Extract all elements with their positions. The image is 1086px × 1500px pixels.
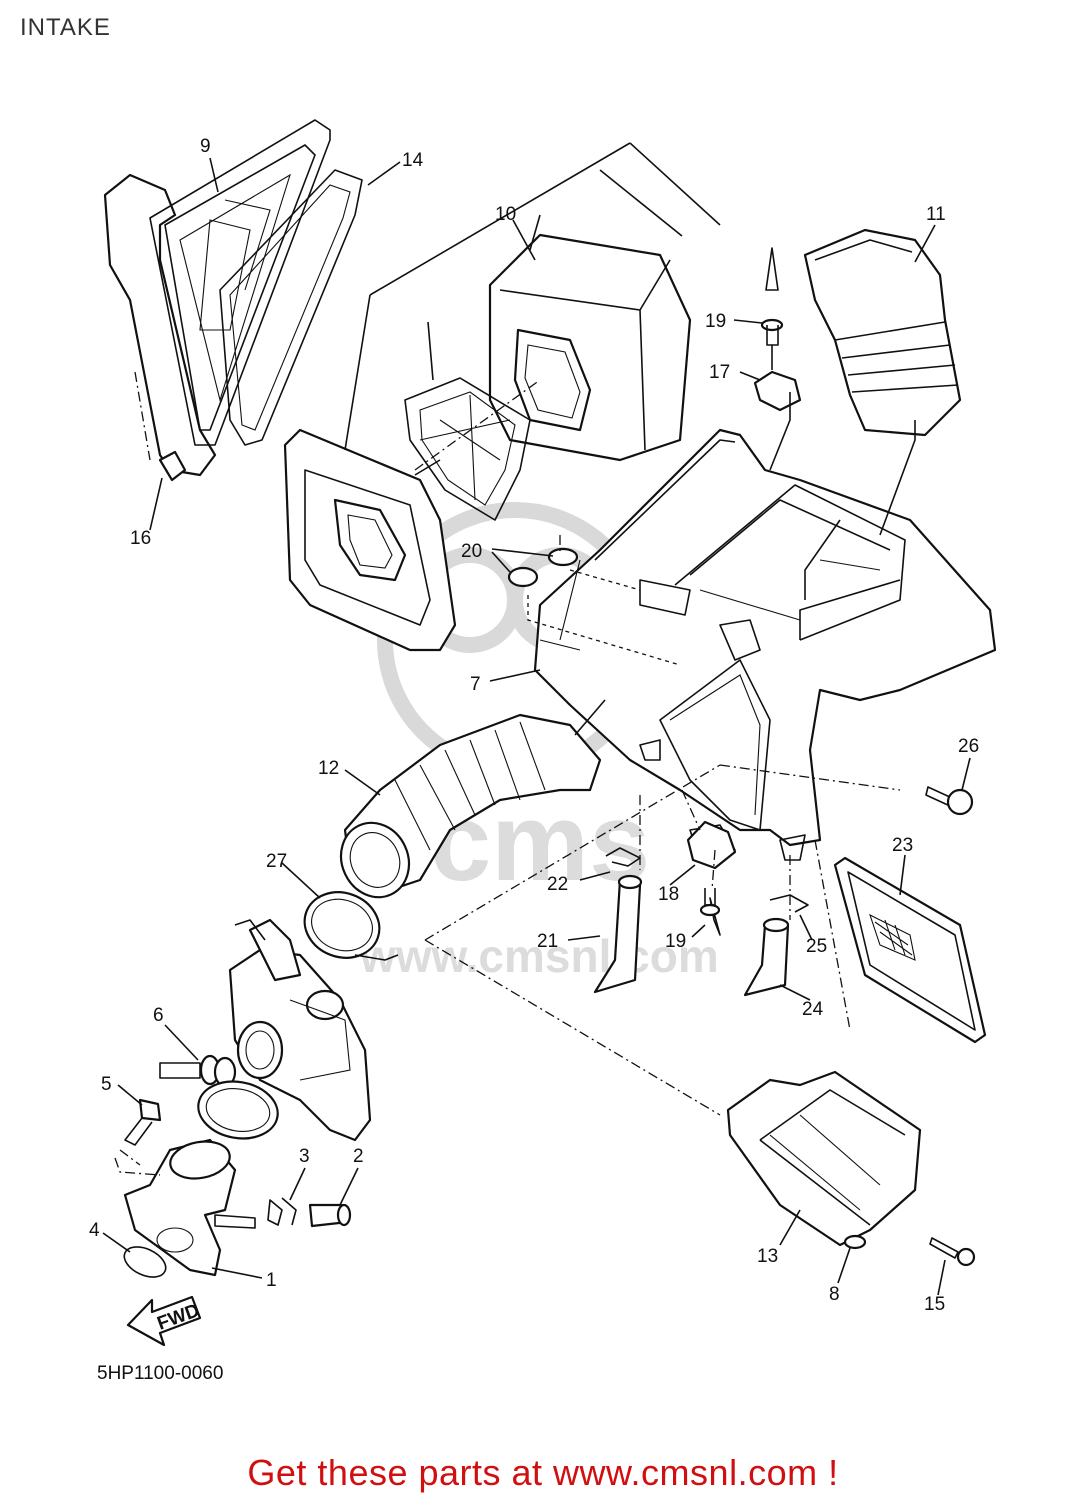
assembly-lines [114,142,916,1176]
part-5-screw [124,1098,162,1146]
callout-16: 16 [130,528,151,549]
callout-27: 27 [266,851,287,872]
part-6-bolt-clamp [159,1054,279,1140]
part-20-grommets [507,547,579,588]
callout-10: 10 [495,204,516,225]
callout-12: 12 [318,758,339,779]
callout-13: 13 [757,1246,778,1267]
callout-22: 22 [547,874,568,895]
part-2-cap [308,1203,352,1228]
callout-25: 25 [806,936,827,957]
callout-6: 6 [153,1005,164,1026]
part-25-clip [769,894,809,913]
part-9-filter-cover [103,119,331,477]
filter-cage [404,377,531,521]
part-18-bracket [686,820,737,870]
callout-4: 4 [89,1220,100,1241]
callout-2: 2 [353,1146,364,1167]
callout-20: 20 [461,541,482,562]
callout-7: 7 [470,674,481,695]
part-27-clamp [303,891,399,961]
watermark-url: www.cmsnl.com [359,930,719,982]
part-10-filter-element [488,233,692,462]
callout-23: 23 [892,835,913,856]
fwd-label: FWD [155,1300,203,1335]
callout-14: 14 [402,150,424,171]
part-4-o-ring [123,1246,167,1278]
callout-26: 26 [958,736,979,757]
callout-17: 17 [709,362,730,383]
part-15-screw [929,1237,976,1267]
watermark: cms www.cmsnl.com [359,502,719,982]
callout-19a: 19 [705,311,726,332]
part-17-holder [753,370,802,412]
filter-seal-frame [283,428,457,652]
part-14-gasket [219,169,363,446]
callout-24: 24 [802,999,824,1020]
callout-3: 3 [299,1146,310,1167]
diagram-title: INTAKE [20,14,111,41]
part-19-pin [699,247,784,936]
part-24-drain-tube [743,917,790,997]
part-8-grommet [843,1234,867,1250]
callout-labels: 1 2 3 4 5 6 7 8 9 10 11 12 13 14 15 16 1… [89,136,979,1315]
part-13-side-cover [726,1070,922,1247]
callout-1: 1 [266,1270,277,1291]
part-21-drain-tube [593,874,643,994]
part-23-screen [833,856,987,1044]
part-3-clip [267,1197,297,1226]
carburetor [228,918,372,1142]
part-1-manifold [123,1138,256,1277]
callout-5: 5 [101,1074,112,1095]
promo-link[interactable]: Get these parts at www.cmsnl.com ! [247,1452,839,1493]
diagram-code: 5HP1100-0060 [97,1363,224,1384]
fwd-arrow: FWD [126,1295,203,1347]
callout-19b: 19 [665,931,686,952]
callout-18: 18 [658,884,679,905]
part-12-intake-boot [339,713,602,899]
part-26-bolt [925,786,974,816]
part-16-nut [158,450,187,482]
part-11-intake-duct [803,228,962,437]
callout-21: 21 [537,931,558,952]
callout-11: 11 [926,204,946,225]
callout-9: 9 [200,136,211,157]
callout-15: 15 [924,1294,945,1315]
leader-lines [102,157,971,1296]
callout-8: 8 [829,1284,840,1305]
